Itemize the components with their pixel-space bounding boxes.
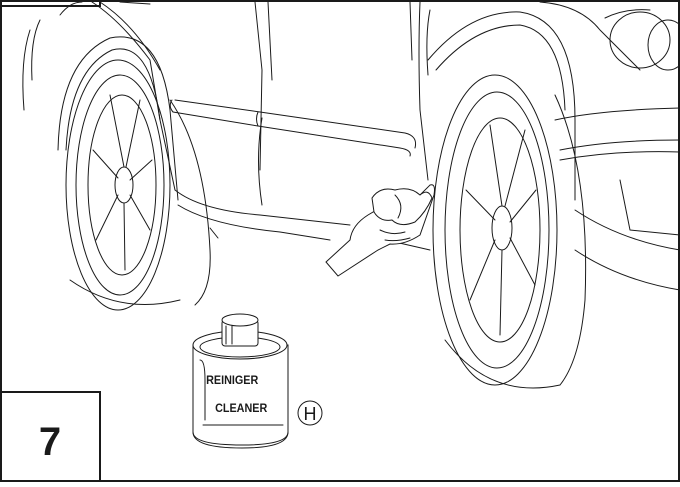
- marker-letter: H: [304, 404, 317, 424]
- marker-circle: [297, 400, 323, 426]
- can-label-cleaner: CLEANER: [215, 403, 267, 416]
- hand-with-cloth-drawing: [325, 184, 435, 277]
- cleaner-can-drawing: REINIGER CLEANER: [192, 313, 289, 449]
- rear-wheel-drawing: [65, 59, 211, 311]
- step-number: 7: [39, 420, 61, 464]
- step-number-box: [0, 391, 101, 482]
- top-left-box-stub: [1, 1, 101, 7]
- can-label-reiniger: REINIGER: [206, 375, 258, 388]
- front-wheel-drawing: [432, 74, 587, 389]
- car-side-drawing: [22, 1, 680, 291]
